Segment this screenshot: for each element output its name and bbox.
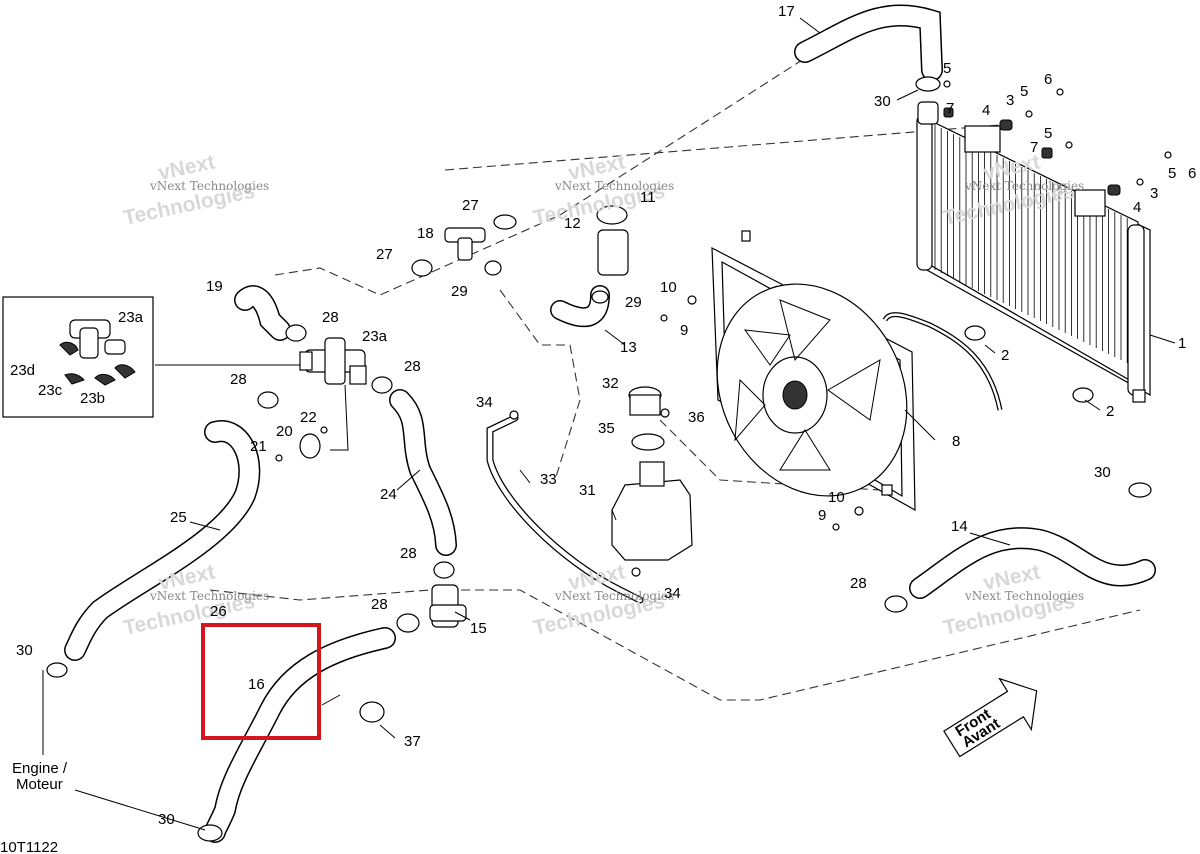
callout-30: 30 xyxy=(874,93,891,110)
callout-35: 35 xyxy=(598,420,615,437)
callout-21: 21 xyxy=(250,438,267,455)
fan-shroud[interactable] xyxy=(681,230,943,529)
callout-8: 8 xyxy=(952,433,960,450)
callout-25: 25 xyxy=(170,509,187,526)
callout-3: 3 xyxy=(1006,92,1014,109)
callout-27: 27 xyxy=(462,197,479,214)
watermark-small: vNext Technologies xyxy=(964,179,1084,193)
callout-6: 6 xyxy=(1188,165,1196,182)
callout-29: 29 xyxy=(625,294,642,311)
callout-19: 19 xyxy=(206,278,223,295)
watermark-small: vNext Technologies xyxy=(964,589,1084,603)
thermostat-housing[interactable] xyxy=(299,337,367,385)
engine-label-fr: Moteur xyxy=(16,776,63,793)
exploded-view-box-23 xyxy=(2,296,154,418)
callout-11: 11 xyxy=(640,189,656,206)
watermark-small: vNext Technologies xyxy=(554,179,674,193)
callout-34: 34 xyxy=(476,394,493,411)
callout-10: 10 xyxy=(660,279,677,296)
callout-14: 14 xyxy=(951,518,968,535)
callout-10: 10 xyxy=(828,489,845,506)
callout-22: 22 xyxy=(300,409,317,426)
callout-34: 34 xyxy=(664,585,681,602)
routing-lines xyxy=(209,54,1141,701)
callout-28: 28 xyxy=(230,371,247,388)
callout-6: 6 xyxy=(1044,71,1052,88)
callout-16: 16 xyxy=(248,676,265,693)
callout-7: 7 xyxy=(946,100,954,117)
fan-blades xyxy=(734,299,881,471)
t-fitting-18[interactable] xyxy=(444,227,486,261)
radiator-fins xyxy=(934,125,1128,363)
callout-30: 30 xyxy=(158,811,175,828)
callout-23c: 23c xyxy=(38,382,63,399)
callout-1: 1 xyxy=(1178,335,1186,352)
callout-7: 7 xyxy=(1030,139,1038,156)
callout-23a-box: 23a xyxy=(118,309,144,326)
callout-5: 5 xyxy=(1168,165,1176,182)
part-callouts: 1 2 2 3 3 4 4 5 5 5 5 6 6 7 7 8 9 9 10 1… xyxy=(10,3,1196,828)
engine-label: Engine / xyxy=(12,760,68,777)
leader-lines xyxy=(42,17,1176,831)
watermark-small: vNext Technologies xyxy=(149,589,269,603)
callout-32: 32 xyxy=(602,375,619,392)
callout-33: 33 xyxy=(540,471,557,488)
callout-26: 26 xyxy=(210,603,227,620)
callout-2: 2 xyxy=(1106,403,1114,420)
callout-18: 18 xyxy=(417,225,434,242)
callout-9: 9 xyxy=(680,322,688,339)
callout-17: 17 xyxy=(778,3,795,20)
watermark-small: vNext Technologies xyxy=(554,589,674,603)
callout-9: 9 xyxy=(818,507,826,524)
t-fitting-15[interactable] xyxy=(429,584,467,628)
callout-5: 5 xyxy=(1044,125,1052,142)
watermarks: Technologies vNext vNext Technologies Te… xyxy=(121,151,1084,640)
callout-36: 36 xyxy=(688,409,705,426)
pressure-cap-11[interactable] xyxy=(596,205,629,276)
front-arrow: Front Avant xyxy=(943,677,1038,758)
callout-30: 30 xyxy=(1094,464,1111,481)
drawing-code: 10T1122 xyxy=(0,839,58,854)
callout-30: 30 xyxy=(16,642,33,659)
callout-27: 27 xyxy=(376,246,393,263)
callout-23a: 23a xyxy=(362,328,388,345)
callout-28: 28 xyxy=(322,309,339,326)
callout-3: 3 xyxy=(1150,185,1158,202)
callout-15: 15 xyxy=(470,620,487,637)
callout-28: 28 xyxy=(404,358,421,375)
callout-12: 12 xyxy=(564,215,581,232)
highlight-box-16 xyxy=(201,623,321,740)
callout-31: 31 xyxy=(579,482,596,499)
coolant-reservoir[interactable] xyxy=(611,386,693,561)
callout-13: 13 xyxy=(620,339,637,356)
hoses xyxy=(64,4,1156,843)
callout-5: 5 xyxy=(1020,83,1028,100)
callout-2: 2 xyxy=(1001,347,1009,364)
callout-20: 20 xyxy=(276,423,293,440)
callout-24: 24 xyxy=(380,486,397,503)
fasteners[interactable] xyxy=(275,80,1172,577)
callout-4: 4 xyxy=(982,102,990,119)
callout-5: 5 xyxy=(943,60,951,77)
watermark-small: vNext Technologies xyxy=(149,179,269,193)
callout-23d: 23d xyxy=(10,362,35,379)
callout-4: 4 xyxy=(1133,199,1141,216)
callout-28: 28 xyxy=(371,596,388,613)
callout-29: 29 xyxy=(451,283,468,300)
radiator[interactable] xyxy=(916,101,1151,403)
clamps[interactable] xyxy=(46,76,1152,842)
callout-28: 28 xyxy=(400,545,417,562)
callout-23b: 23b xyxy=(80,390,105,407)
callout-28: 28 xyxy=(850,575,867,592)
callout-37: 37 xyxy=(404,733,421,750)
